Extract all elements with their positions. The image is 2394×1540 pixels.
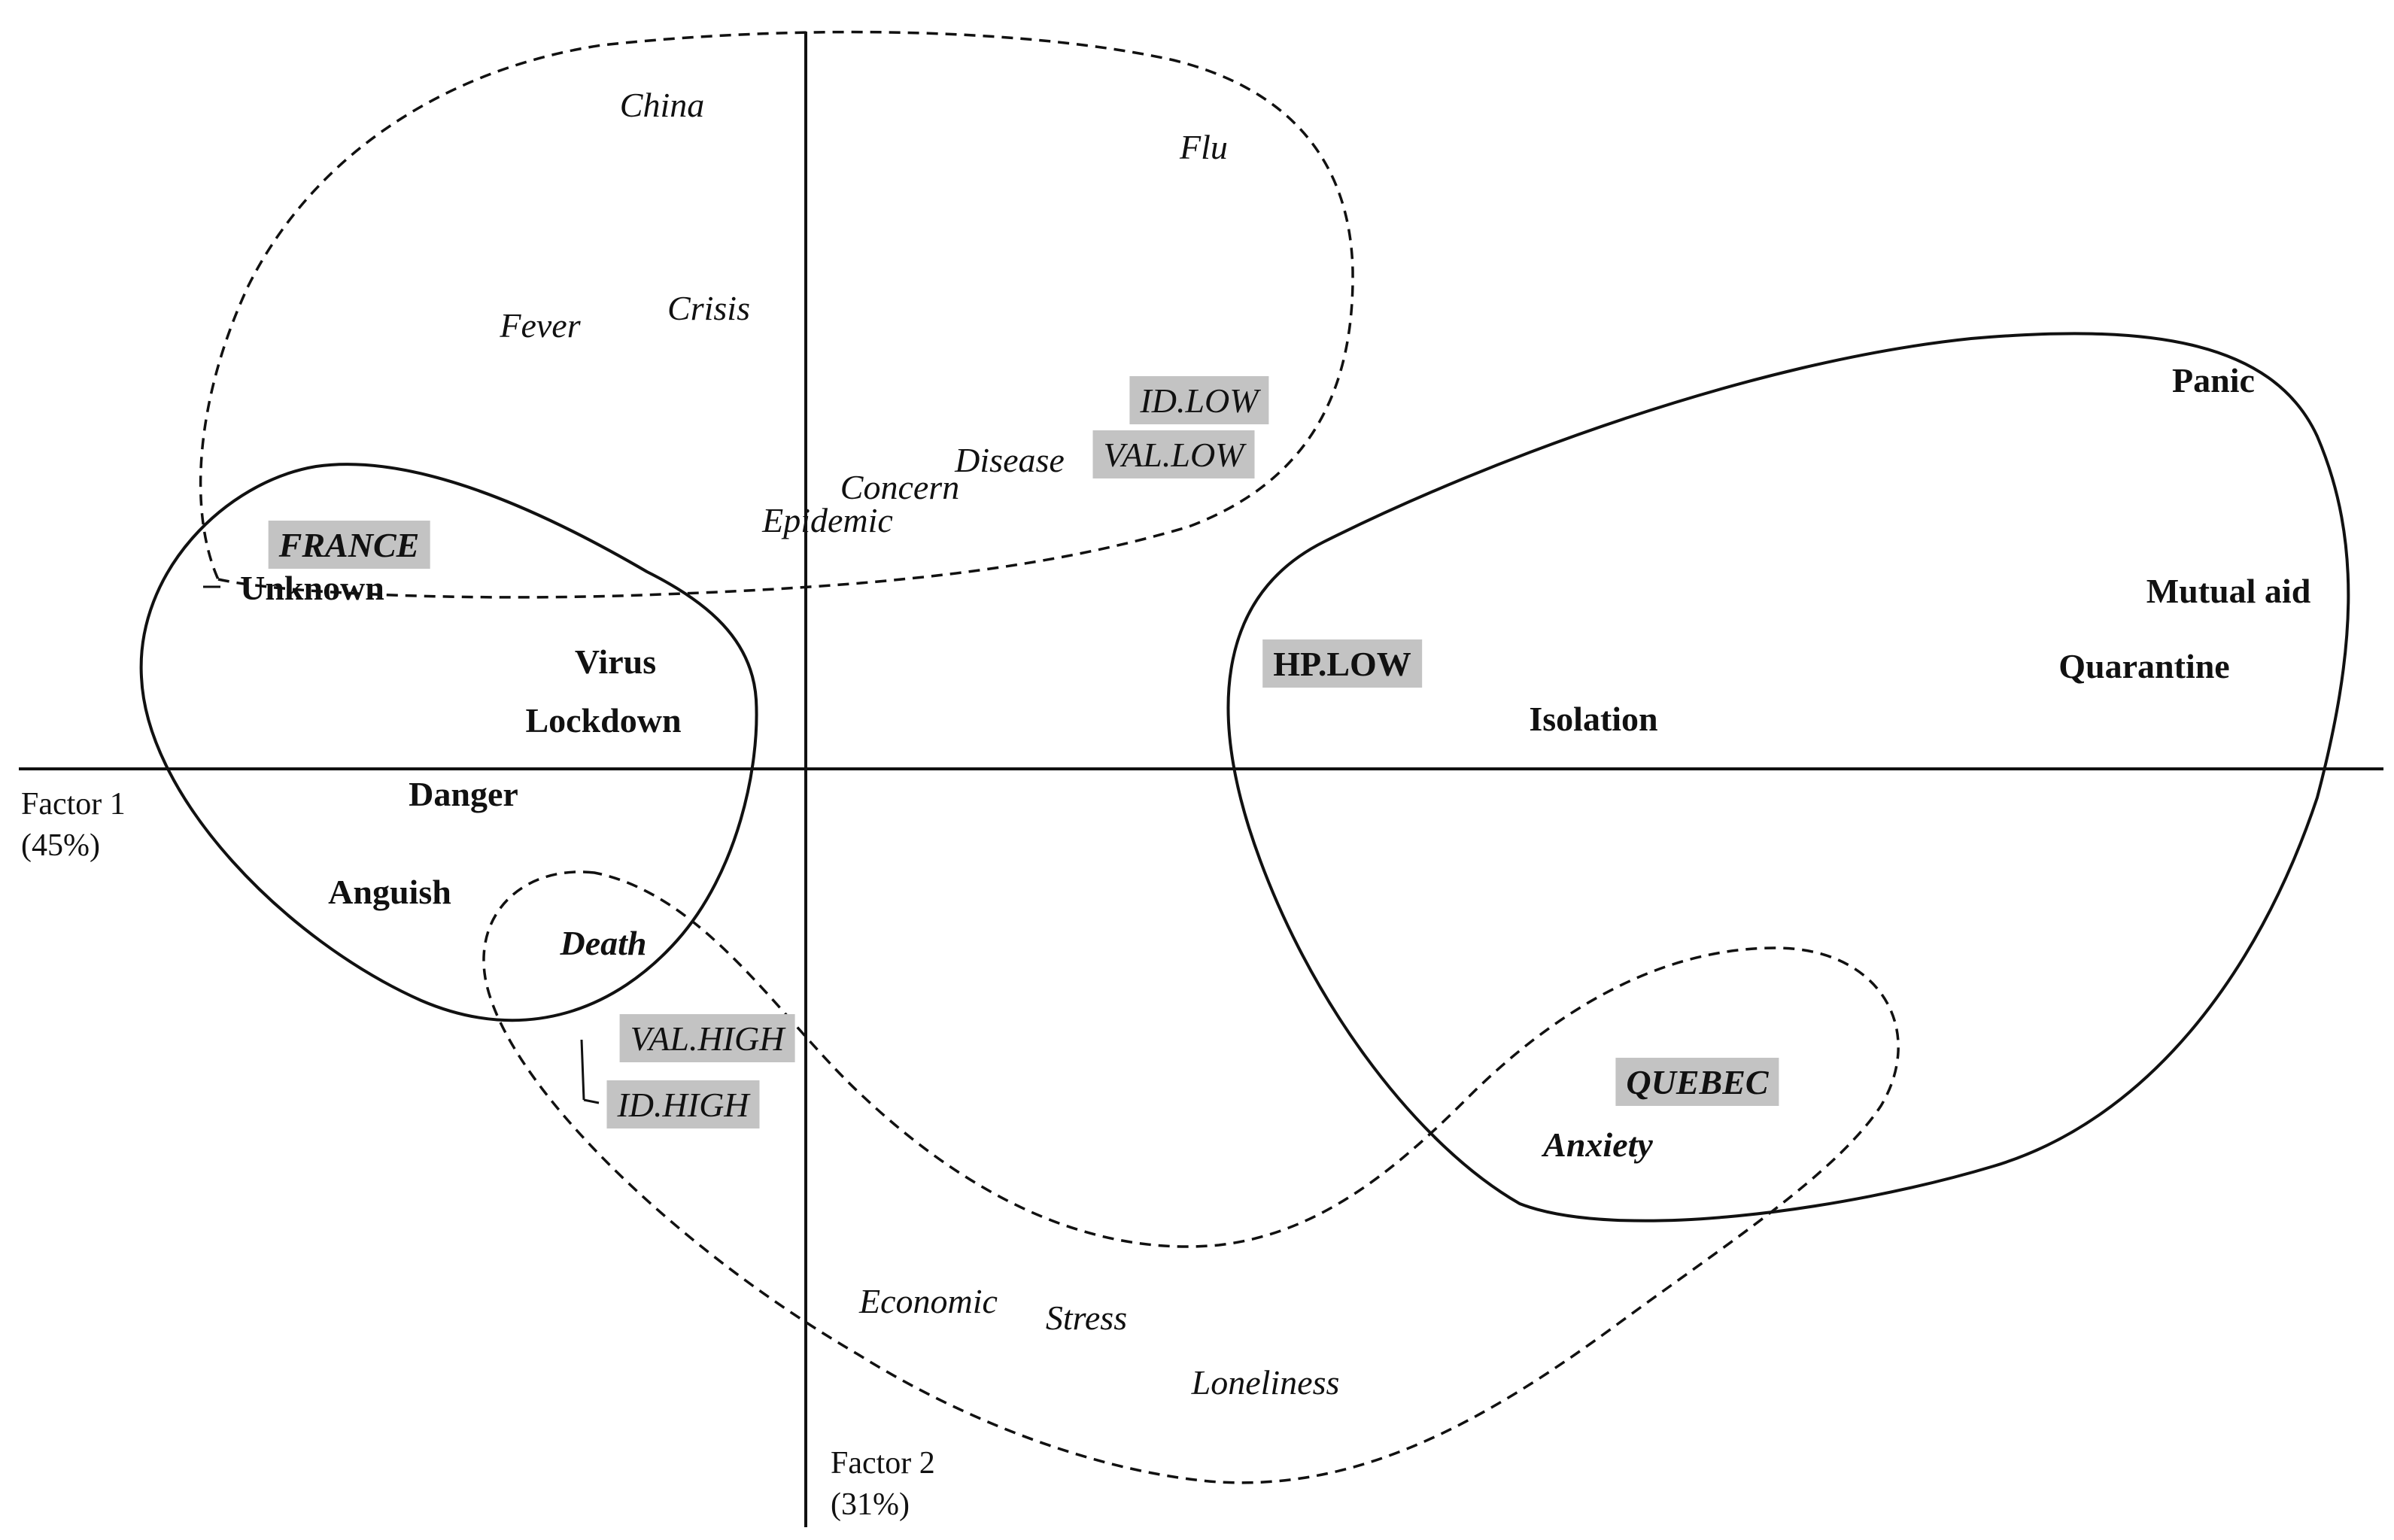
factor-1-name: Factor 1 <box>21 787 126 822</box>
tag-hp-low: HP.LOW <box>1262 639 1422 688</box>
word-china: China <box>619 86 705 124</box>
word-isolation: Isolation <box>1529 700 1658 738</box>
factor-1-percent: (45%) <box>21 828 100 863</box>
cluster-bottom-dashed <box>482 870 1900 1484</box>
word-stress: Stress <box>1045 1299 1128 1337</box>
word-flu: Flu <box>1180 128 1228 166</box>
word-disease: Disease <box>955 441 1065 479</box>
word-lockdown: Lockdown <box>525 701 682 740</box>
val-high-leader-line <box>580 1039 585 1101</box>
factor-2-percent: (31%) <box>831 1487 910 1522</box>
tag-id-low: ID.LOW <box>1129 376 1269 424</box>
word-virus: Virus <box>574 642 657 681</box>
tag-quebec: QUEBEC <box>1615 1058 1779 1106</box>
word-loneliness: Loneliness <box>1191 1363 1340 1402</box>
tag-val-high: VAL.HIGH <box>619 1014 795 1062</box>
word-death: Death <box>560 924 647 962</box>
word-epidemic: Epidemic <box>762 501 893 539</box>
id-high-leader-tick <box>583 1098 600 1104</box>
cluster-top-dashed <box>199 30 1354 599</box>
cluster-left-solid <box>139 463 758 1022</box>
word-unknown: Unknown <box>240 569 384 607</box>
word-quarantine: Quarantine <box>2058 647 2230 685</box>
word-fever: Fever <box>500 306 581 345</box>
word-anguish: Anguish <box>328 873 451 911</box>
word-panic: Panic <box>2172 361 2255 399</box>
tag-id-high: ID.HIGH <box>606 1080 760 1128</box>
word-crisis: Crisis <box>667 289 750 327</box>
factor-2-axis-title: Factor 2 (31%) <box>831 1443 935 1525</box>
word-concern: Concern <box>840 468 960 506</box>
factor-2-name: Factor 2 <box>831 1446 935 1481</box>
tag-val-low: VAL.LOW <box>1092 430 1255 478</box>
word-economic: Economic <box>859 1282 998 1320</box>
factor-1-axis-title: Factor 1 (45%) <box>21 784 126 866</box>
word-danger: Danger <box>409 775 518 813</box>
word-anxiety: Anxiety <box>1543 1125 1653 1164</box>
cluster-right-solid <box>1226 332 2350 1223</box>
word-mutual-aid: Mutual aid <box>2146 572 2311 610</box>
tag-france: FRANCE <box>268 521 430 569</box>
